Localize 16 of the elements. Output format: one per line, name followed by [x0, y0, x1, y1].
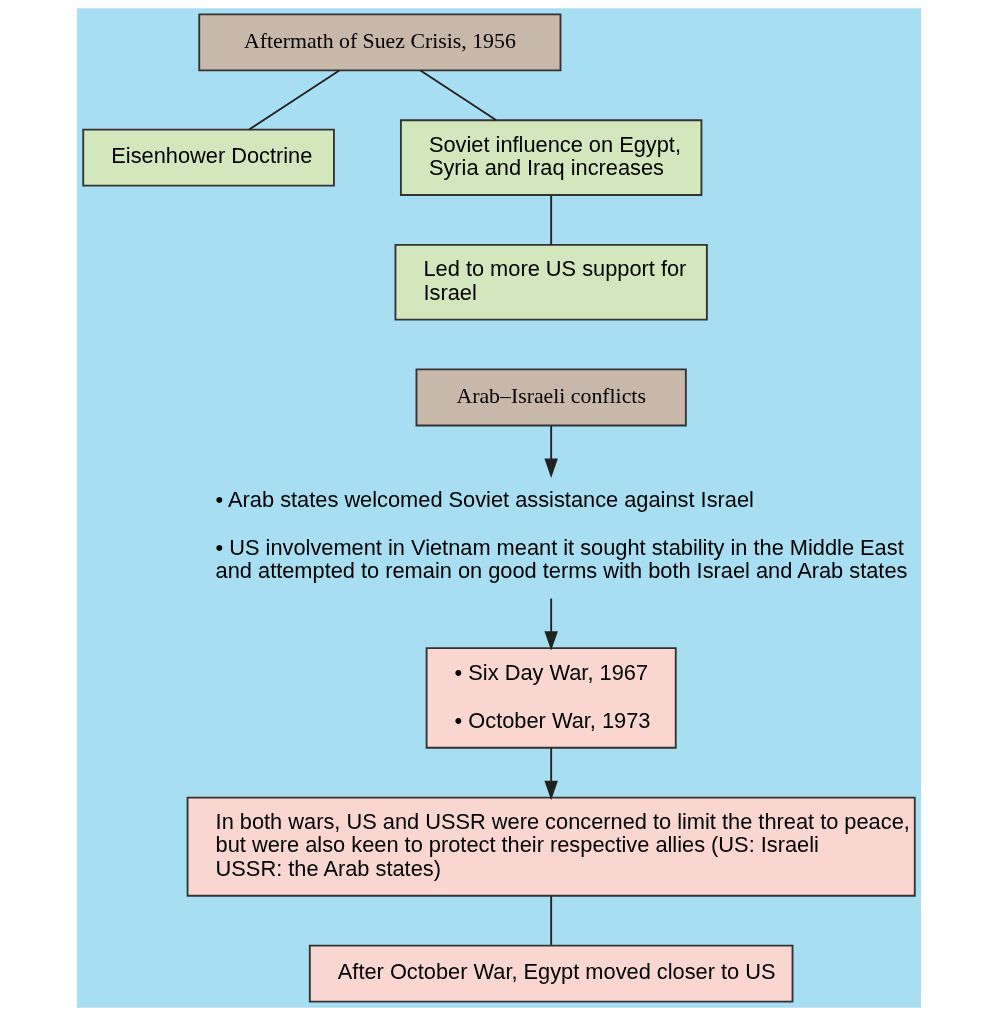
node-box: Led to more US support for Israel — [394, 243, 708, 321]
node-box: Aftermath of Suez Crisis, 1956 — [198, 13, 562, 72]
connector — [550, 894, 553, 946]
connector — [248, 69, 341, 131]
node-box: Soviet influence on Egypt, Syria and Iraq increases — [399, 119, 703, 196]
node-box: • Six Day War, 1967 • October War, 1973 — [425, 647, 677, 749]
connector — [550, 194, 553, 246]
node-box: In both wars, US and USSR were concerned to limit the threat to peace, but were also keen to protect their respective allies (US: Israeli USSR: the Arab states) — [186, 796, 916, 897]
arrow — [544, 425, 558, 478]
node-text: • Arab states welcomed Soviet assistance against Israel • US involvement in Vietnam meant it sought stability in the Middle East and attempted to remain on good terms with both Israel and Arab states — [215, 486, 908, 584]
connector — [419, 69, 497, 121]
node-box: Eisenhower Doctrine — [82, 128, 335, 187]
arrow — [544, 747, 558, 801]
node-box: After October War, Egypt moved closer to US — [308, 944, 794, 1003]
node-box: Arab–Israeli conflicts — [415, 368, 687, 427]
arrow — [544, 597, 558, 651]
